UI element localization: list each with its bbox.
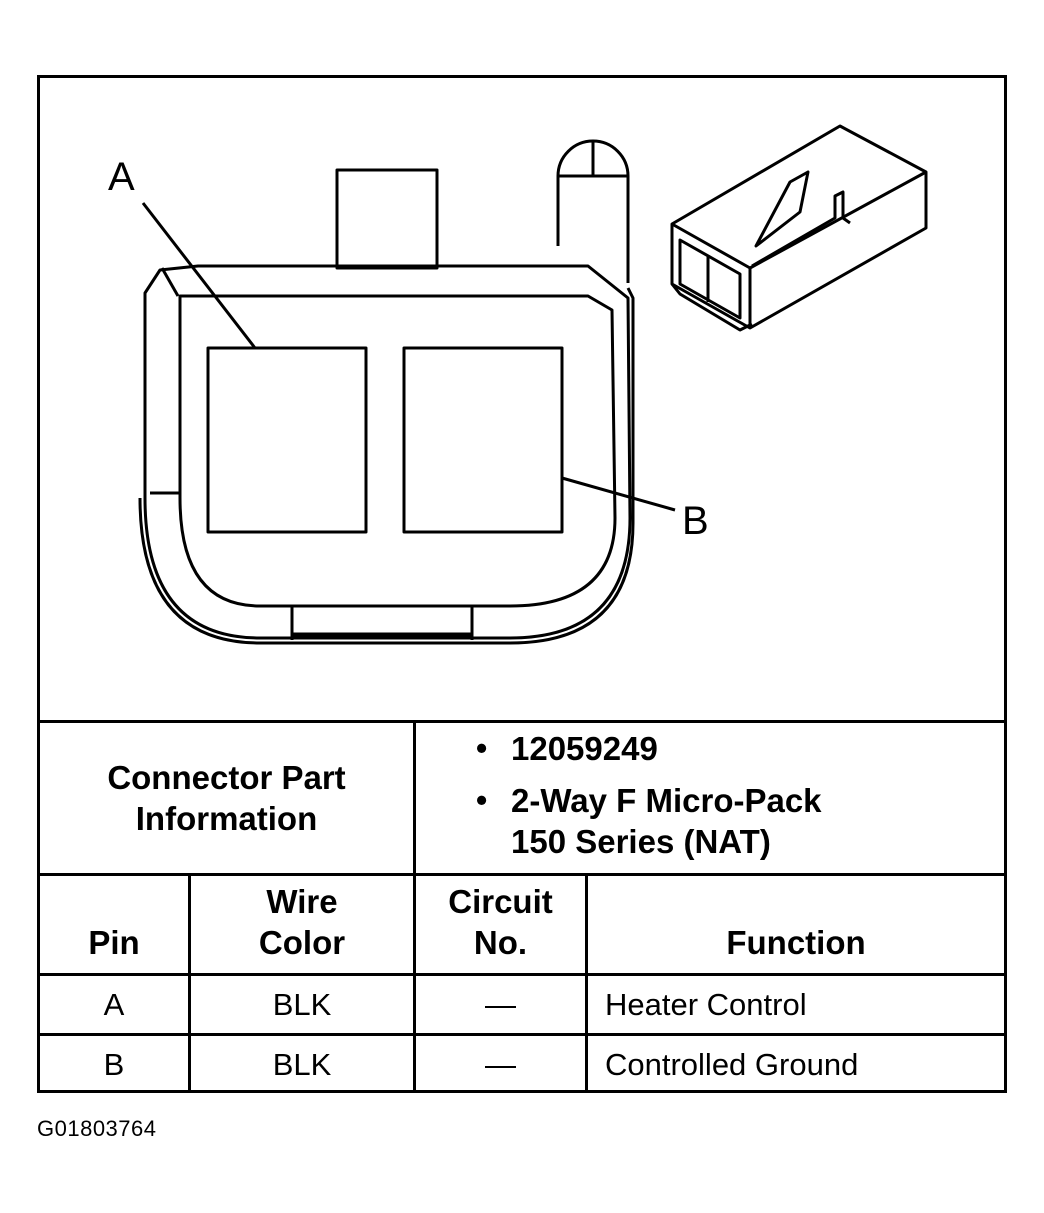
connector-latch-tab <box>335 168 439 270</box>
header-function: Function <box>726 924 866 961</box>
bullet-icon: • <box>476 782 488 818</box>
callout-a-leader <box>141 202 257 349</box>
connector-housing-inner <box>178 294 617 608</box>
row-b-wire-color-cell: BLK <box>191 1036 413 1093</box>
header-pin: Pin <box>88 924 140 961</box>
callout-b-label: B <box>682 499 709 543</box>
connector-part-label-line2: Information <box>135 800 318 837</box>
row-b-circuit: — <box>485 1046 516 1082</box>
terminal-cavity-a <box>206 346 368 534</box>
table-top-rule <box>40 720 1004 723</box>
row-a-function: Heater Control <box>605 986 807 1022</box>
pin-column-divider <box>188 873 191 1090</box>
row-b-pin: B <box>103 1046 125 1082</box>
connector-part-label-line1: Connector Part <box>107 759 346 796</box>
part-description-line2: 150 Series (NAT) <box>511 823 771 860</box>
header-wire-color: Wire Color <box>258 883 346 961</box>
row-a-pin: A <box>103 986 125 1022</box>
row-a-circuit: — <box>485 986 516 1022</box>
row-a-function-cell: Heater Control <box>588 976 1004 1033</box>
row-a-wire-color: BLK <box>272 986 332 1022</box>
terminal-cavity-b <box>402 346 564 534</box>
table-row: A <box>40 976 188 1033</box>
part-description-line1: 2-Way F Micro-Pack <box>511 782 822 819</box>
row-a-circuit-cell: — <box>416 976 585 1033</box>
connector-face-diagram: A B <box>108 124 928 645</box>
row-a-wire-color-cell: BLK <box>191 976 413 1033</box>
row-b-circuit-cell: — <box>416 1036 585 1093</box>
row-b-wire-color: BLK <box>272 1046 332 1082</box>
header-bottom-rule <box>40 973 1004 976</box>
header-circuit-no: Circuit No. <box>448 883 553 961</box>
circuit-column-divider <box>585 873 588 1090</box>
connector-part-details: • 12059249 • 2-Way F Micro-Pack 150 Seri… <box>414 720 964 870</box>
info-bottom-rule <box>40 873 1004 876</box>
connector-housing-outer <box>143 264 632 640</box>
bullet-icon: • <box>476 730 488 766</box>
table-row: B <box>40 1036 188 1093</box>
row-b-function-cell: Controlled Ground <box>588 1036 1004 1093</box>
connector-part-label: Connector Part Information <box>40 723 413 873</box>
row-b-function: Controlled Ground <box>605 1046 859 1082</box>
part-number: 12059249 <box>511 730 658 767</box>
connector-info-frame: A B Connector Part Information Pin Wire … <box>37 75 1007 1093</box>
connector-isometric-sketch <box>670 124 928 332</box>
figure-id: G01803764 <box>37 1116 157 1141</box>
info-divider <box>413 720 416 1090</box>
callout-b-leader <box>561 476 676 512</box>
callout-a-label: A <box>108 155 135 199</box>
row-a-bottom-rule <box>40 1033 1004 1036</box>
